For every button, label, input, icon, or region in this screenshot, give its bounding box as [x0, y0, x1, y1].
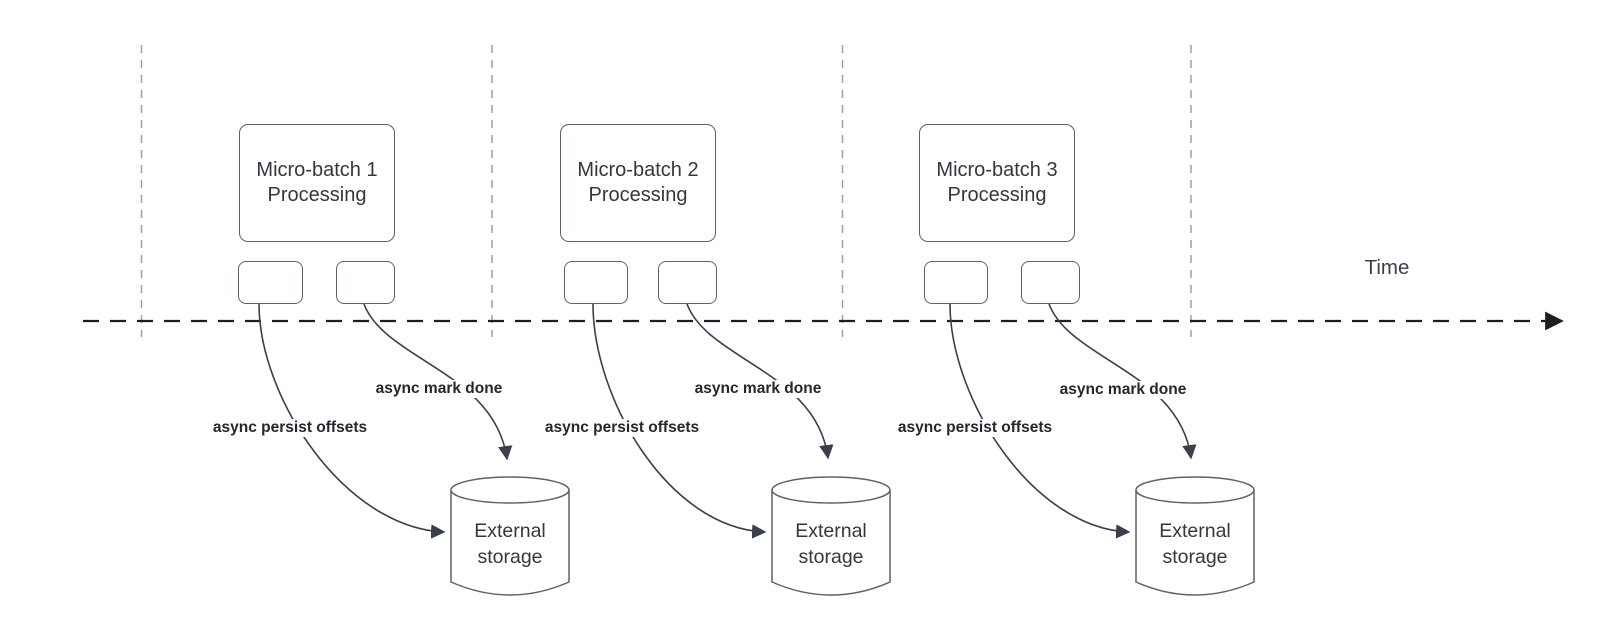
- storage-cylinder-1-body: [450, 490, 570, 596]
- batch-3-done-task-box: [1021, 261, 1080, 304]
- mark-done-label-1: async mark done: [372, 380, 506, 398]
- external-storage-2-line1: External: [795, 520, 867, 542]
- persist-offsets-label-3: async persist offsets: [894, 419, 1056, 437]
- external-storage-label-1: External storage: [451, 518, 569, 570]
- storage-cylinder-2-top: [771, 476, 891, 504]
- mark-done-arrow-3: [1048, 303, 1197, 460]
- storage-cylinder-2: [771, 476, 891, 596]
- micro-batch-3-title-line2: Processing: [947, 184, 1047, 206]
- mark-done-arrow-2: [686, 303, 834, 460]
- persist-offsets-arrow-2: [592, 303, 767, 539]
- micro-batch-2-title-line1: Micro-batch 2: [577, 159, 699, 181]
- persist-offsets-arrow-3: [949, 303, 1131, 539]
- micro-batch-3-box: Micro-batch 3 Processing: [919, 124, 1075, 242]
- micro-batch-1-title-line1: Micro-batch 1: [256, 159, 378, 181]
- storage-cylinder-1: [450, 476, 570, 596]
- micro-batch-2-title-line2: Processing: [588, 184, 688, 206]
- batch-3-persist-task-box: [924, 261, 988, 304]
- storage-cylinder-2-body: [771, 490, 891, 596]
- storage-cylinder-3: [1135, 476, 1255, 596]
- external-storage-label-3: External storage: [1136, 518, 1254, 570]
- storage-cylinder-3-body: [1135, 490, 1255, 596]
- batch-1-persist-task-box: [238, 261, 303, 304]
- external-storage-3-line2: storage: [1162, 546, 1228, 568]
- micro-batch-1-title-line2: Processing: [267, 184, 367, 206]
- storage-cylinder-1-top: [450, 476, 570, 504]
- mark-done-label-3: async mark done: [1056, 381, 1190, 399]
- external-storage-1-line2: storage: [477, 546, 543, 568]
- batch-1-done-task-box: [336, 261, 395, 304]
- external-storage-label-2: External storage: [772, 518, 890, 570]
- external-storage-2-line2: storage: [798, 546, 864, 568]
- external-storage-1-line1: External: [474, 520, 546, 542]
- time-axis-label: Time: [1364, 256, 1410, 279]
- persist-offsets-arrow-1: [258, 303, 446, 539]
- batch-2-persist-task-box: [564, 261, 628, 304]
- persist-offsets-label-2: async persist offsets: [541, 419, 703, 437]
- micro-batch-2-box: Micro-batch 2 Processing: [560, 124, 716, 242]
- mark-done-label-2: async mark done: [691, 380, 825, 398]
- external-storage-3-line1: External: [1159, 520, 1231, 542]
- micro-batch-3-title-line1: Micro-batch 3: [936, 159, 1058, 181]
- micro-batch-1-box: Micro-batch 1 Processing: [239, 124, 395, 242]
- mark-done-arrow-1: [363, 303, 513, 461]
- batch-2-done-task-box: [658, 261, 717, 304]
- storage-cylinder-3-top: [1135, 476, 1255, 504]
- persist-offsets-label-1: async persist offsets: [209, 419, 371, 437]
